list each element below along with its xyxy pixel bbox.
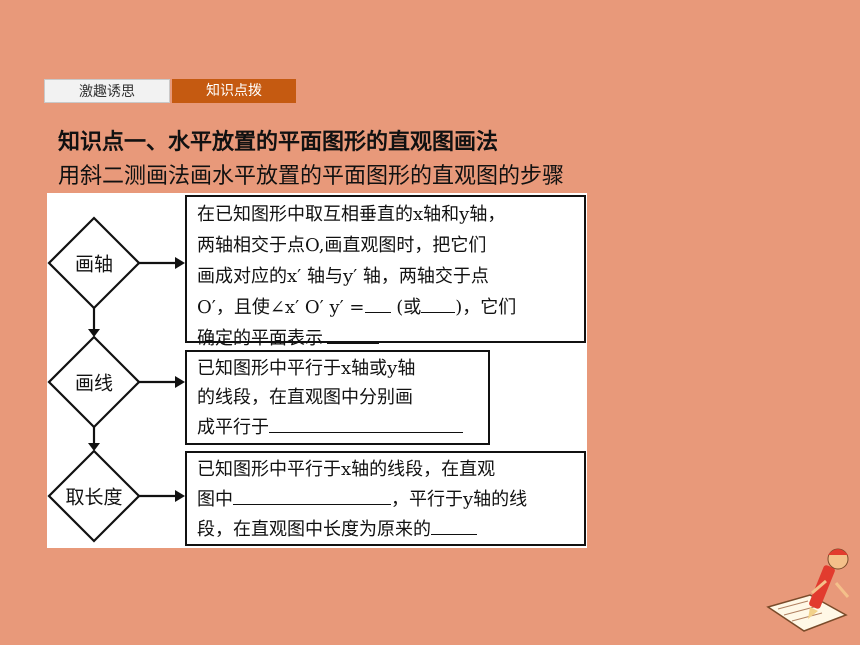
step-axis-line-1: 在已知图形中取互相垂直的x轴和y轴， bbox=[197, 204, 506, 225]
alt-angle-blank bbox=[421, 292, 456, 313]
parallel-blank bbox=[269, 412, 463, 433]
pencil-character-icon bbox=[766, 548, 850, 632]
step-line-label: 画线 bbox=[74, 372, 114, 395]
step-axis-line-3: 画成对应的x′ 轴与y′ 轴，两轴交于点 bbox=[197, 266, 489, 287]
flowchart-connectors bbox=[47, 216, 185, 543]
step-length-label: 取长度 bbox=[65, 486, 123, 509]
step-length-box: 已知图形中平行于x轴的线段，在直观 图中 ，平行于y轴的线 段，在直观图中长度为原… bbox=[185, 451, 586, 546]
step-line-box: 已知图形中平行于x轴或y轴 的线段，在直观图中分别画 成平行于 bbox=[185, 350, 490, 445]
step-line-line-1: 已知图形中平行于x轴或y轴 bbox=[197, 358, 416, 379]
tab-knowledge[interactable]: 知识点拨 bbox=[172, 79, 296, 103]
step-line-line-2: 的线段，在直观图中分别画 bbox=[197, 387, 413, 408]
ratio-blank bbox=[431, 514, 477, 535]
alt-angle-close: )，它们 bbox=[455, 297, 517, 318]
section-heading: 知识点一、水平放置的平面图形的直观图画法 bbox=[58, 130, 499, 155]
step-axis-line-2: 两轴相交于点O,画直观图时，把它们 bbox=[197, 235, 487, 256]
step-length-line-1: 已知图形中平行于x轴的线段，在直观 bbox=[197, 459, 496, 480]
tab-bar: 激趣诱思 知识点拨 bbox=[44, 79, 296, 103]
step-length-line-3: 段，在直观图中长度为原来的 bbox=[197, 514, 574, 544]
x-length-blank bbox=[233, 484, 391, 505]
section-subheading: 用斜二测画法画水平放置的平面图形的直观图的步骤 bbox=[58, 164, 565, 189]
tab-interest[interactable]: 激趣诱思 bbox=[44, 79, 170, 103]
plane-blank bbox=[327, 323, 379, 344]
ratio-text: 段，在直观图中长度为原来的 bbox=[197, 519, 431, 540]
image-text: 图中 bbox=[197, 489, 233, 510]
step-line-line-3: 成平行于 bbox=[197, 412, 478, 442]
step-length-line-2: 图中 ，平行于y轴的线 bbox=[197, 484, 574, 514]
step-axis-label: 画轴 bbox=[74, 253, 114, 276]
flowchart-figure: 画轴 画线 取长度 在已知图形中取互相垂直的x轴和y轴， 两轴相交于点O,画直观… bbox=[47, 193, 587, 548]
plane-text: 确定的平面表示 bbox=[197, 328, 323, 349]
angle-blank bbox=[364, 292, 391, 313]
alt-angle-open: (或 bbox=[396, 297, 422, 318]
step-axis-line-5: 确定的平面表示 bbox=[197, 323, 574, 354]
y-parallel-text: ，平行于y轴的线 bbox=[391, 489, 528, 510]
angle-text: O′，且使∠x′ O′ y′ = bbox=[197, 297, 365, 318]
parallel-text: 成平行于 bbox=[197, 417, 269, 438]
step-axis-box: 在已知图形中取互相垂直的x轴和y轴， 两轴相交于点O,画直观图时，把它们 画成对… bbox=[185, 195, 586, 349]
step-axis-line-4: O′，且使∠x′ O′ y′ = (或 )，它们 bbox=[197, 292, 574, 323]
diamond-length bbox=[47, 449, 141, 543]
